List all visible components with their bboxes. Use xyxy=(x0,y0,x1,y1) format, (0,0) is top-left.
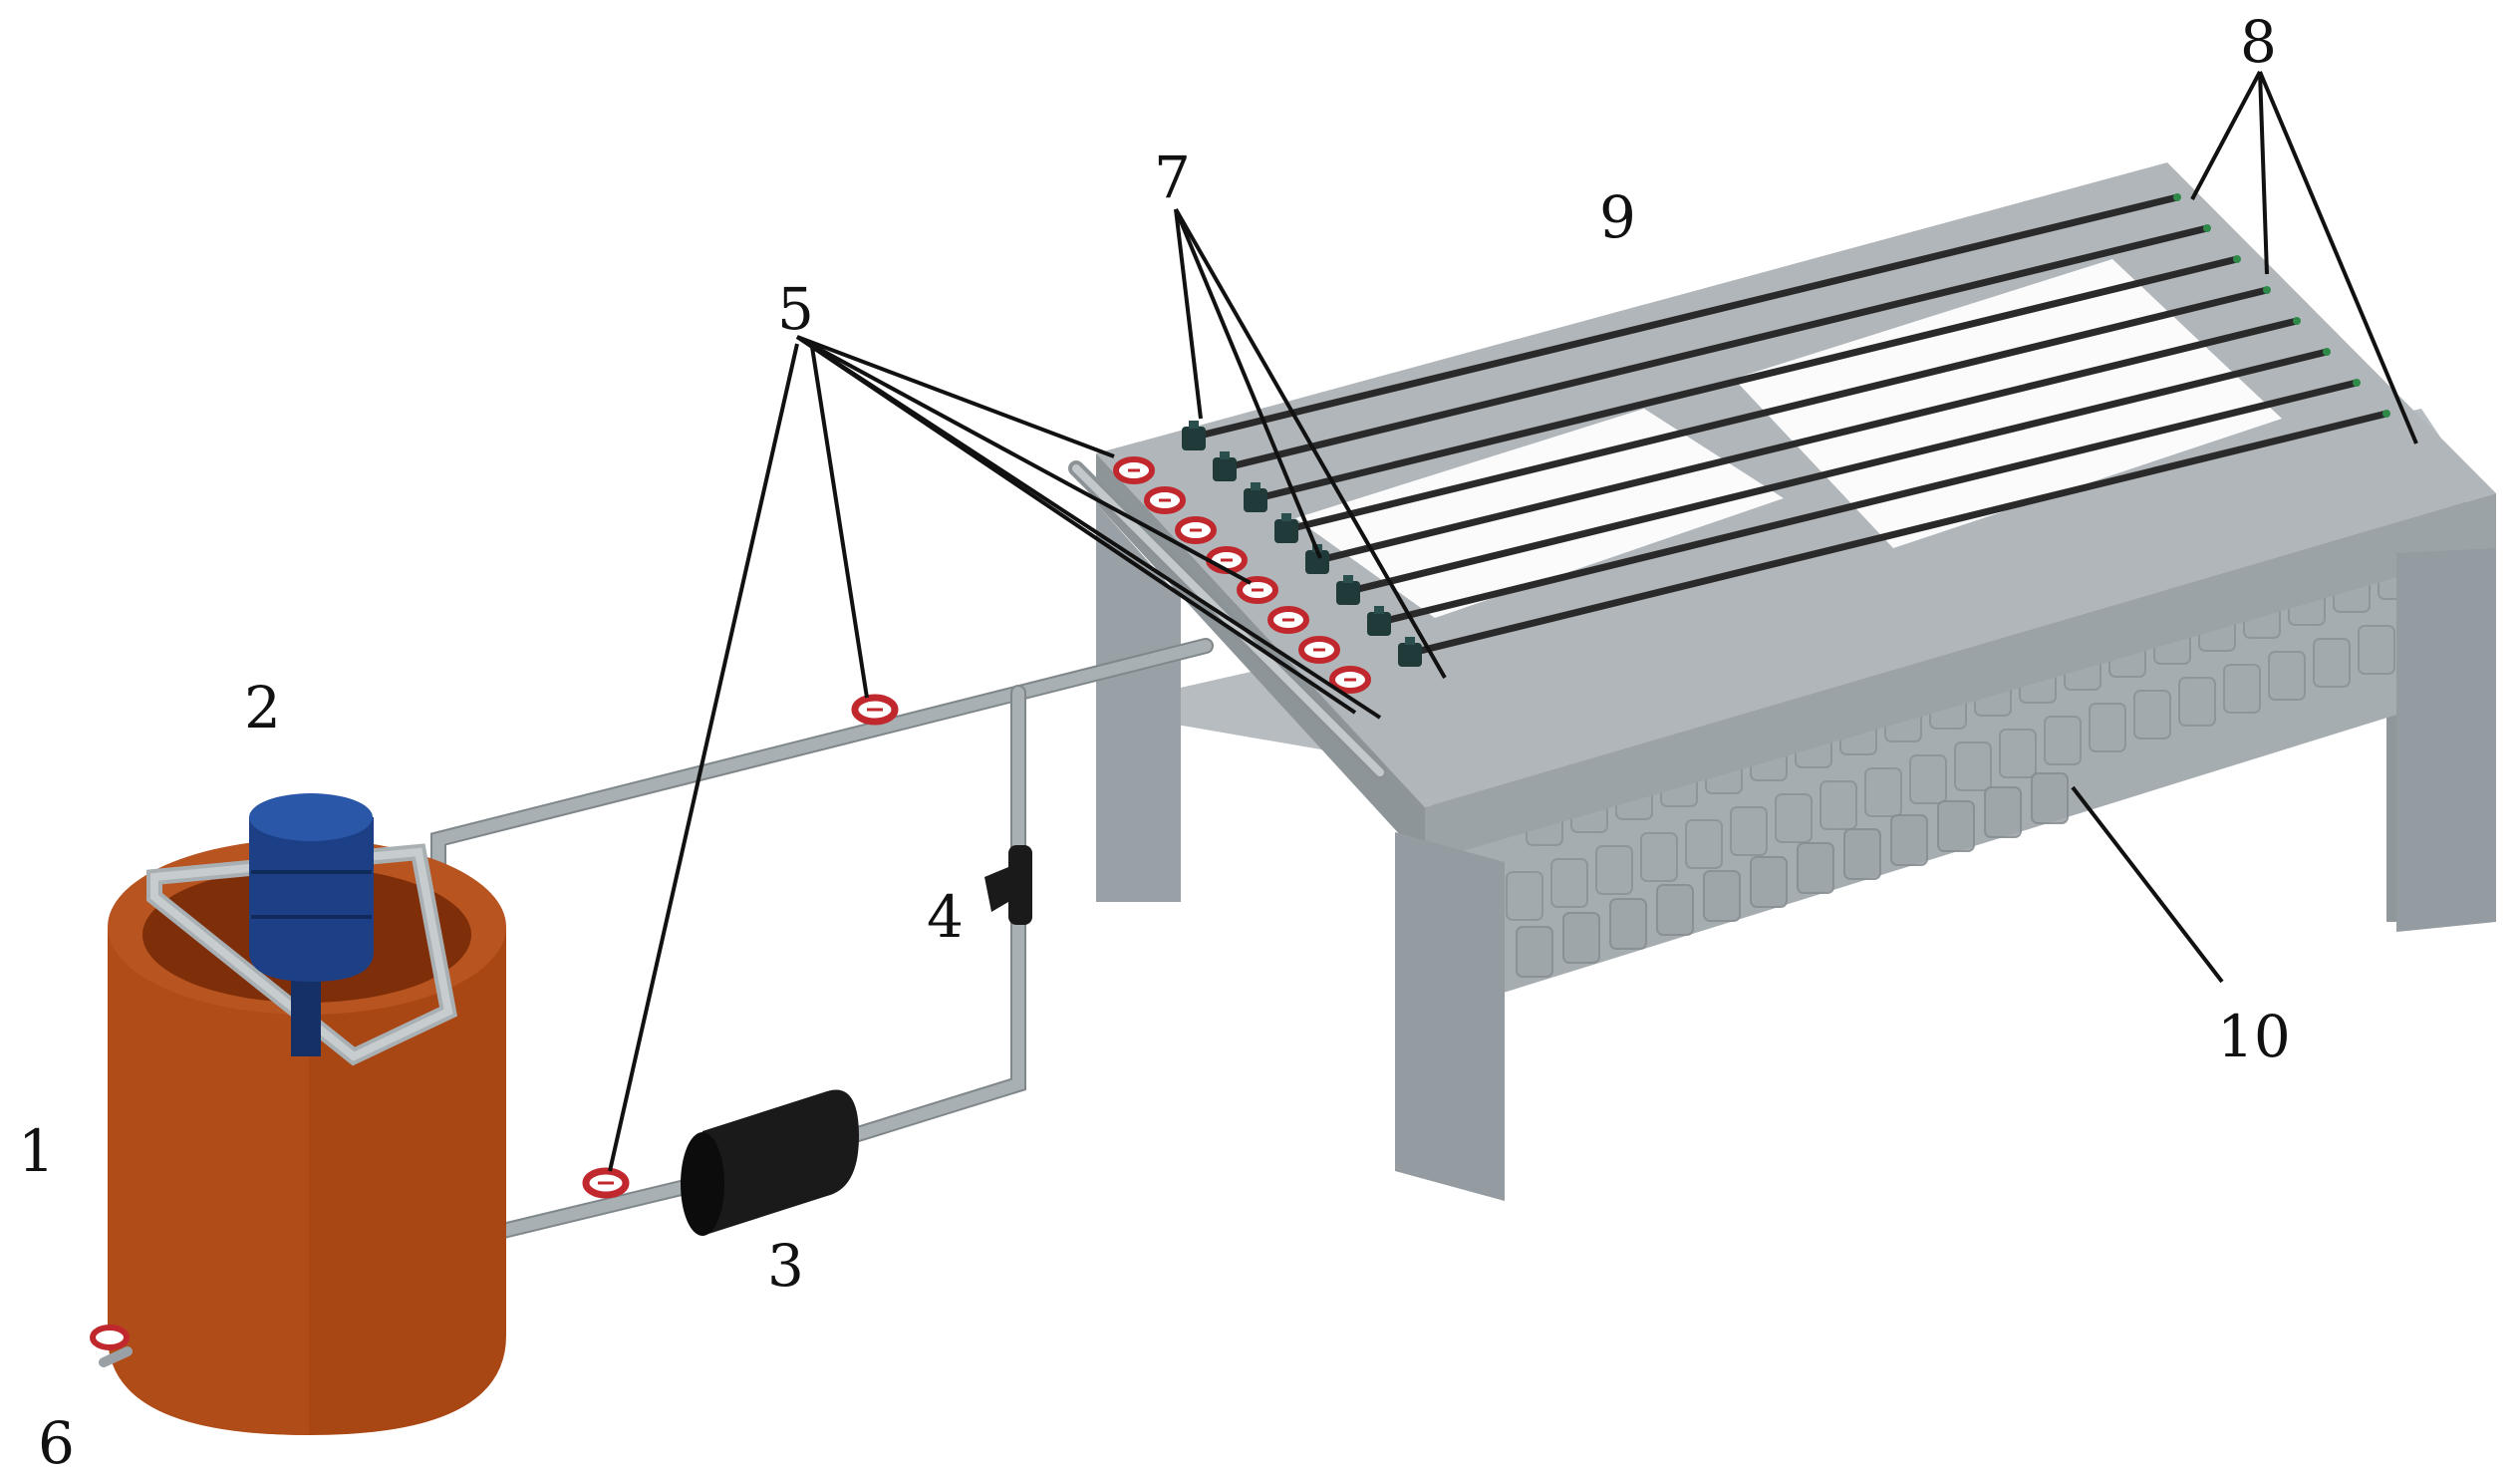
emitters xyxy=(1182,421,1422,667)
emitter-icon xyxy=(1244,482,1267,512)
beaker xyxy=(1685,819,1723,869)
beaker xyxy=(2089,703,2126,752)
pump-end xyxy=(681,1132,724,1236)
tube-end xyxy=(2203,224,2211,232)
emitter-icon xyxy=(1182,421,1206,450)
valve-icon xyxy=(1144,486,1186,514)
valve-icon xyxy=(1267,606,1309,634)
emitter-icon xyxy=(1274,513,1298,543)
beaker xyxy=(1984,786,2022,838)
beaker xyxy=(1640,832,1678,882)
leader-lines xyxy=(608,71,2418,1172)
return-pipe xyxy=(430,638,1214,1005)
bench-leg-front-mid xyxy=(1395,832,1505,1201)
bench-top-opening-left xyxy=(1295,409,1784,618)
beaker xyxy=(2223,664,2261,714)
drip-tube xyxy=(1192,193,2181,441)
label-3: 3 xyxy=(767,1232,804,1300)
valve-icon xyxy=(1298,636,1340,664)
valve-icon xyxy=(1237,576,1278,604)
bench-front-edge-right xyxy=(1425,493,2496,862)
beaker xyxy=(1864,767,1902,817)
valve-icon xyxy=(582,1167,630,1199)
beaker xyxy=(1937,800,1975,852)
pump xyxy=(681,1089,859,1236)
beaker xyxy=(1797,842,1834,894)
valve-icon xyxy=(1113,456,1155,484)
motor-body xyxy=(249,817,374,982)
valve-icon xyxy=(1329,666,1371,694)
motor-top xyxy=(249,793,373,841)
flow-valve-body xyxy=(1008,845,1032,925)
emitter-icon xyxy=(1398,637,1422,667)
beaker xyxy=(1750,856,1788,908)
valve-icon xyxy=(851,694,899,726)
tube-end xyxy=(2173,193,2181,201)
drip-tube xyxy=(1346,348,2331,595)
manifold-valves xyxy=(1113,456,1371,694)
beaker xyxy=(1656,884,1694,936)
drip-tube xyxy=(1254,255,2241,502)
beaker xyxy=(2133,690,2171,739)
drip-tube xyxy=(1284,286,2271,533)
beaker xyxy=(1609,898,1647,950)
beaker xyxy=(2044,716,2082,765)
beaker xyxy=(1890,814,1928,866)
beaker xyxy=(1775,793,1813,843)
valve-icon xyxy=(1175,516,1217,544)
beaker xyxy=(1595,845,1633,895)
beaker xyxy=(1954,741,1992,791)
tube-end xyxy=(2263,286,2271,294)
beaker xyxy=(1550,858,1588,908)
tube-end xyxy=(2293,317,2301,325)
tube-end xyxy=(2233,255,2241,263)
valve-icon xyxy=(90,1325,130,1350)
drip-tubes xyxy=(1192,193,2390,657)
label-7: 7 xyxy=(1154,144,1191,211)
beaker xyxy=(1562,912,1600,964)
tube-end xyxy=(2353,379,2361,387)
label-9: 9 xyxy=(1599,183,1636,251)
water-tank xyxy=(108,839,506,1435)
label-2: 2 xyxy=(244,674,281,741)
pump-body xyxy=(702,1089,859,1236)
beaker xyxy=(1506,871,1543,921)
label-4: 4 xyxy=(927,883,964,951)
beaker xyxy=(1703,870,1741,922)
tube-end xyxy=(2382,410,2390,418)
emitter-icon xyxy=(1367,606,1391,636)
label-6: 6 xyxy=(38,1409,75,1476)
beaker xyxy=(1820,780,1857,830)
beaker xyxy=(2358,625,2395,675)
label-10: 10 xyxy=(2217,1003,2291,1070)
beaker xyxy=(1516,926,1553,978)
beaker xyxy=(2031,772,2069,824)
beaker xyxy=(2268,651,2306,701)
bench-leg-front-right xyxy=(2396,548,2496,932)
label-8: 8 xyxy=(2240,8,2277,76)
beaker xyxy=(2313,638,2351,688)
beaker xyxy=(1909,754,1947,804)
emitter-icon xyxy=(1336,575,1360,605)
bench-top-opening-right xyxy=(1734,259,2282,548)
beaker xyxy=(2178,677,2216,727)
tube-end xyxy=(2323,348,2331,356)
emitter-icon xyxy=(1213,451,1237,481)
stirrer-motor xyxy=(249,793,374,1056)
bench-leg-front-left xyxy=(1096,503,1181,902)
beaker xyxy=(1730,806,1768,856)
drip-tube xyxy=(1223,224,2211,471)
beaker xyxy=(1843,828,1881,880)
drip-tube xyxy=(1315,317,2301,564)
drip-tube xyxy=(1377,379,2361,626)
label-1: 1 xyxy=(18,1117,55,1185)
drain-valve xyxy=(90,1325,133,1367)
beaker xyxy=(1999,729,2037,778)
drip-tube xyxy=(1408,410,2390,657)
flow-valve xyxy=(984,845,1032,925)
label-5: 5 xyxy=(777,275,814,343)
